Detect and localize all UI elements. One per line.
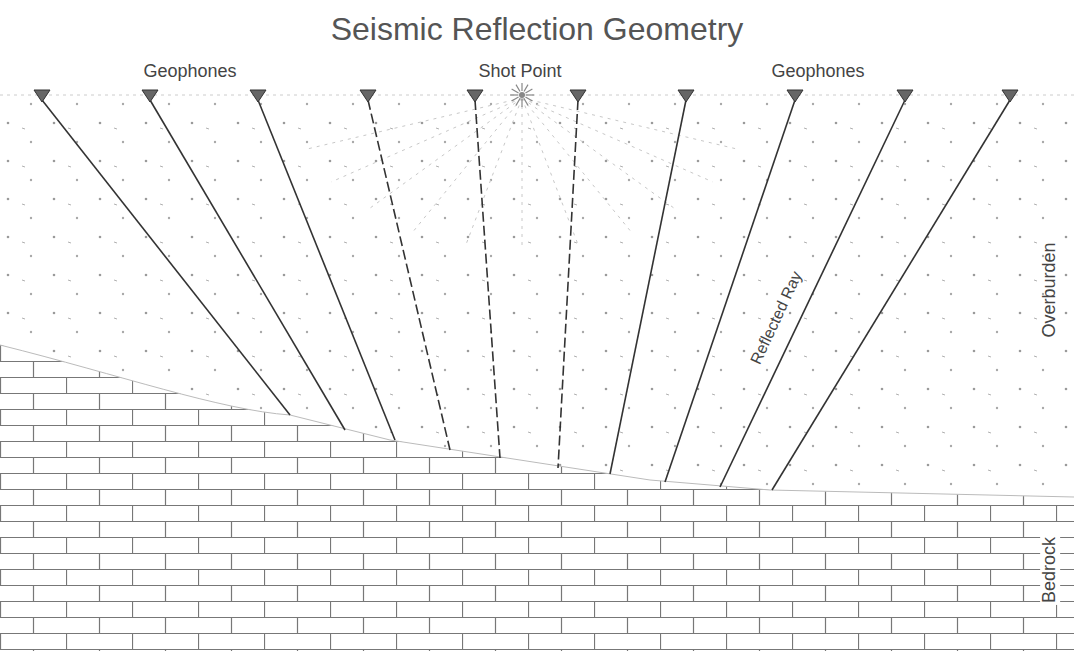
reflected-ray-line [368,100,450,450]
reflected-ray-line [665,100,795,482]
shot-burst-line [524,98,528,105]
geophone-symbol [467,90,483,102]
geophone-symbol [678,90,694,102]
reflected-ray-line [558,100,578,468]
reflected-ray-line [150,100,345,430]
wavefront-ray [522,98,523,248]
geophone-symbol [360,90,376,102]
wavefront-ray [466,98,522,244]
wavefront-ray [522,98,630,230]
geophone-symbol [570,90,586,102]
shot-burst-line [525,97,532,101]
shot-burst-line [510,94,518,95]
reflected-ray-line [720,100,905,487]
bedrock-bricks [0,345,1074,651]
shot-burst-line [512,89,519,93]
label: Geophones [143,62,236,82]
wavefront-ray [306,98,522,149]
diagram-title: Seismic Reflection Geometry [331,12,744,47]
shot-burst-line [521,99,522,107]
geophone-symbol [34,90,50,102]
shot-burst-line [512,97,519,101]
reflected-ray-line [610,100,686,474]
shot-burst-line [516,98,520,105]
reflected-ray-line [42,100,290,415]
label: Geophones [771,62,864,82]
shot-burst-line [516,85,520,92]
wavefront-ray [331,98,522,182]
label: Shot Point [478,62,561,82]
layer-label: Overburden [1040,242,1060,337]
wavefront-rays [306,98,738,248]
geophone-symbols [34,90,1018,102]
reflected-ray-line [772,100,1010,490]
wavefront-ray [522,98,738,149]
shot-burst-line [526,94,534,95]
geophone-symbol [142,90,158,102]
geophone-symbol [787,90,803,102]
geophone-symbol [1002,90,1018,102]
reflected-rays [42,100,1010,490]
shot-point-symbol [510,83,534,107]
geophone-symbol [250,90,266,102]
geophone-symbol [897,90,913,102]
reflected-ray-line [258,100,395,440]
wavefront-ray [522,98,578,244]
reflected-ray-line [475,100,500,458]
bedrock-interface [0,345,1074,497]
shot-burst-line [525,89,532,93]
shot-burst-line [524,85,528,92]
layer-label: Bedrock [1040,535,1060,605]
ground-surface [0,95,1074,96]
wavefront-ray [368,98,522,209]
shot-burst-line [521,83,522,91]
